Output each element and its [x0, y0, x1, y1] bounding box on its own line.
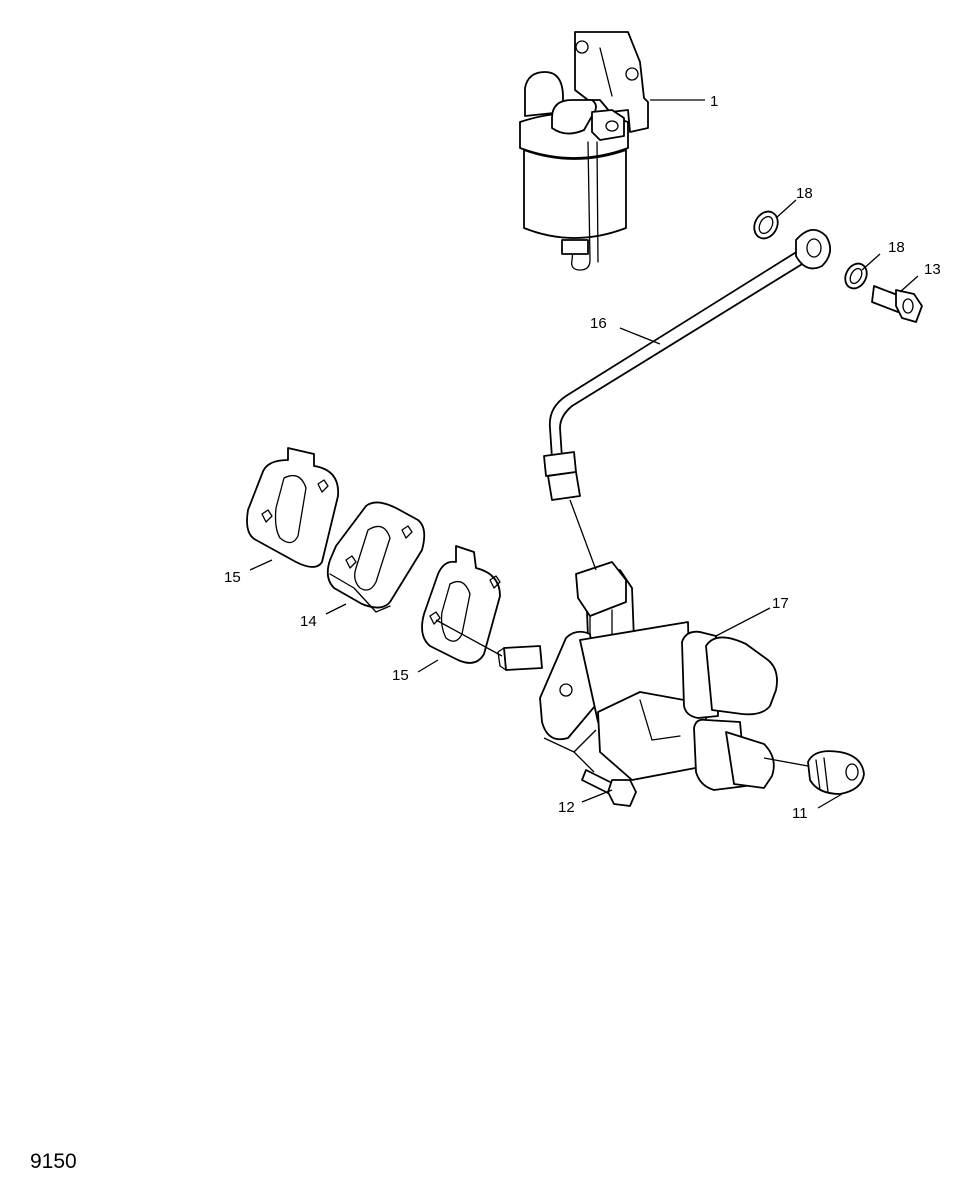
mounting-bolt: [581, 769, 637, 807]
callout-11: 11: [792, 805, 808, 822]
callout-14: 14: [300, 613, 317, 630]
drain-plug: [807, 750, 865, 795]
banjo-bolt: [871, 285, 923, 323]
callout-18-lower: 18: [888, 239, 905, 256]
leader-lines: [249, 99, 919, 809]
figure-number: 9150: [30, 1150, 77, 1173]
callout-16: 16: [590, 315, 607, 332]
gasket-outer: [246, 447, 339, 568]
callout-12: 12: [558, 799, 575, 816]
gasket-inner: [421, 545, 501, 664]
fuel-pump: [497, 561, 778, 791]
fuel-line: [543, 229, 832, 501]
callout-labels: 1 18 18 13 16 15 14 15 17 12 11: [224, 93, 941, 822]
fuel-filter-assembly: [519, 31, 649, 271]
callout-15-inner: 15: [392, 667, 409, 684]
callout-13: 13: [924, 261, 941, 278]
callout-17: 17: [772, 595, 789, 612]
washer-upper: [753, 210, 779, 240]
spacer-block: [326, 501, 426, 613]
callout-15-outer: 15: [224, 569, 241, 586]
washer-lower: [844, 262, 868, 290]
callout-18-upper: 18: [796, 185, 813, 202]
callout-1: 1: [710, 93, 718, 110]
